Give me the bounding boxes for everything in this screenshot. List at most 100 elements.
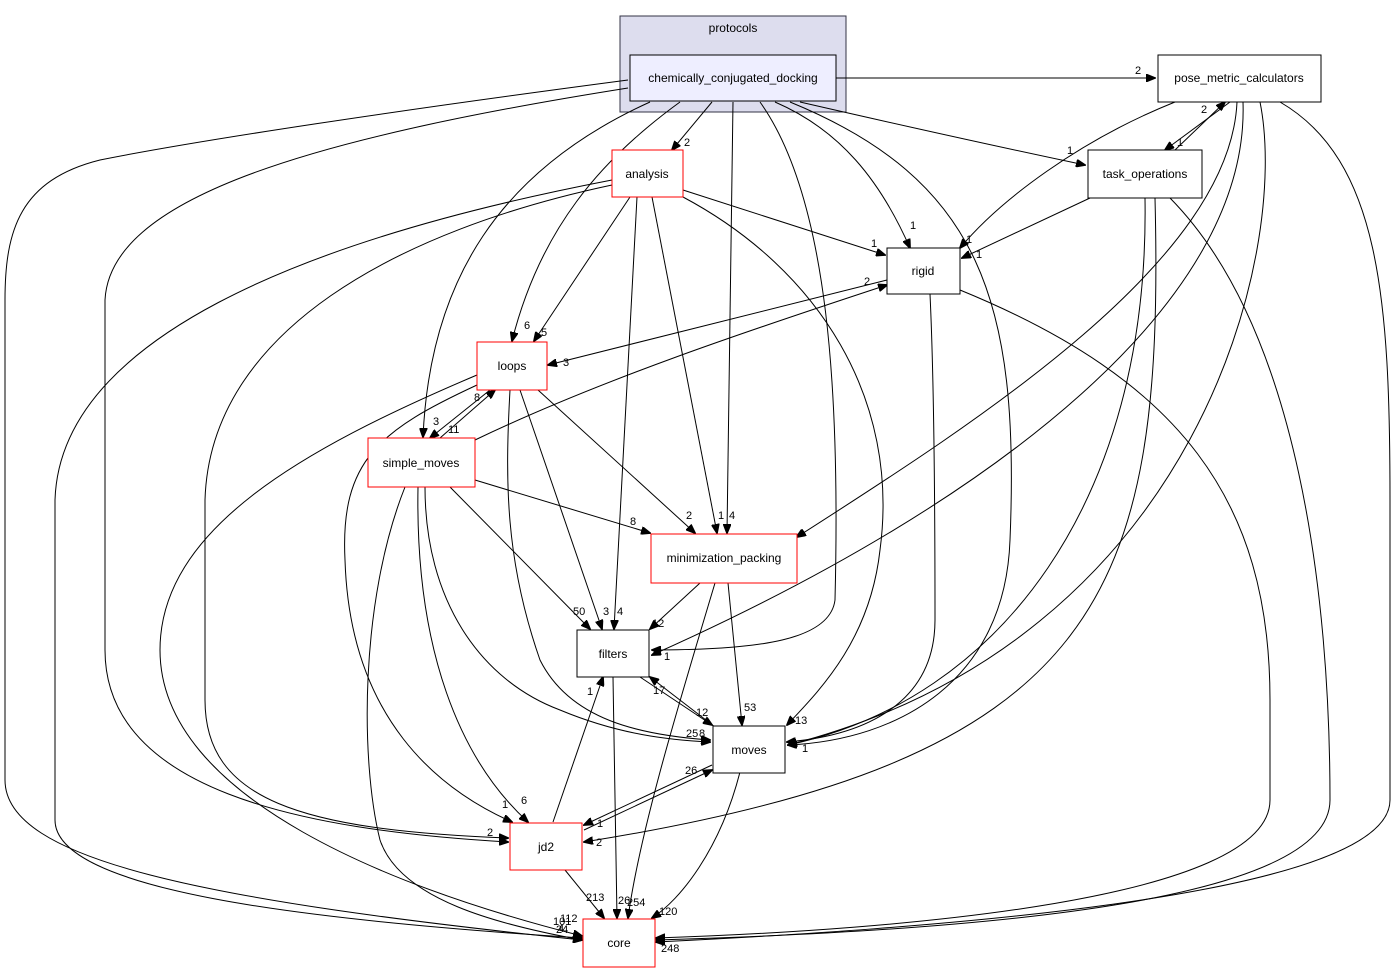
edge-label: 1 xyxy=(966,234,972,246)
cluster-label: protocols xyxy=(709,21,758,35)
edge-pmc-task xyxy=(1165,101,1231,150)
node-core[interactable]: core xyxy=(582,918,656,968)
edge-label: 3 xyxy=(603,606,609,618)
node-label: filters xyxy=(599,647,628,661)
edge-ccd-task xyxy=(799,101,1085,165)
edge-ccd-loops xyxy=(512,101,681,341)
edge-label: 1 xyxy=(910,220,916,232)
edge-label: 3 xyxy=(433,416,439,428)
edge-analysis-core xyxy=(54,179,613,938)
edge-pmc-core xyxy=(656,101,1391,942)
edge-minpack-moves xyxy=(727,582,742,725)
edge-ccd-analysis xyxy=(672,101,713,150)
node-label: moves xyxy=(731,743,766,757)
edge-label: 12 xyxy=(696,707,708,719)
node-jd2[interactable]: jd2 xyxy=(509,822,583,871)
edge-label: 8 xyxy=(699,728,705,740)
edge-analysis-moves xyxy=(682,196,884,725)
edge-label: 2 xyxy=(1201,104,1207,116)
edge-rigid-moves xyxy=(787,293,936,742)
edge-label: 12 xyxy=(652,618,664,630)
edge-label: 254 xyxy=(627,897,645,909)
node-label: rigid xyxy=(912,264,935,278)
edge-label: 53 xyxy=(744,702,756,714)
edge-rigid-core xyxy=(656,289,1271,938)
edge-label: 3 xyxy=(563,357,569,369)
edge-label: 2 xyxy=(487,827,493,839)
edge-simple-loops xyxy=(439,390,495,439)
edge-simple-rigid xyxy=(474,285,887,441)
node-filters[interactable]: filters xyxy=(576,629,650,678)
edge-simple-minpack xyxy=(474,479,650,533)
edge-label: 2 xyxy=(684,137,690,149)
edge-pmc-minpack xyxy=(797,101,1238,537)
node-label: pose_metric_calculators xyxy=(1174,71,1303,85)
node-minimization-packing[interactable]: minimization_packing xyxy=(650,533,798,584)
edge-simple-core xyxy=(366,486,582,940)
edge-label: 101 xyxy=(553,916,571,928)
edge-label: 4 xyxy=(558,923,564,935)
edge-label: 4 xyxy=(797,528,803,540)
edge-label: 1 xyxy=(597,818,603,830)
node-loops[interactable]: loops xyxy=(476,341,548,391)
edge-label: 112 xyxy=(560,913,578,925)
edge-label: 2 xyxy=(864,276,870,288)
edge-loops-simple xyxy=(430,389,491,438)
edge-label: 24 xyxy=(556,924,568,936)
node-ccd[interactable]: chemically_conjugated_docking xyxy=(629,54,837,102)
edge-label: 4 xyxy=(617,606,623,618)
edge-label: 6 xyxy=(524,320,530,332)
edge-task-core xyxy=(656,197,1331,940)
node-task-operations[interactable]: task_operations xyxy=(1087,149,1203,199)
edge-jd2-core xyxy=(564,869,604,918)
edge-ccd-moves xyxy=(788,101,1012,745)
edge-simple-filters xyxy=(449,486,590,629)
edge-label: 1 xyxy=(664,651,670,663)
edge-label: 8 xyxy=(474,392,480,404)
node-simple-moves[interactable]: simple_moves xyxy=(367,437,476,488)
edge-loops-jd2 xyxy=(344,384,512,822)
node-pose-metric-calculators[interactable]: pose_metric_calculators xyxy=(1157,54,1322,103)
edge-pmc-filters xyxy=(652,101,1244,655)
edge-ccd-jd2 xyxy=(104,87,629,842)
edge-label: 5 xyxy=(541,327,547,339)
edge-ccd-rigid xyxy=(774,101,910,248)
edge-task-moves xyxy=(788,197,1146,745)
edge-moves-filters xyxy=(650,677,716,728)
edges xyxy=(4,78,1391,942)
edge-label: 2 xyxy=(686,510,692,522)
edge-loops-core xyxy=(159,374,582,936)
edge-jd2-moves xyxy=(583,770,712,831)
edge-analysis-jd2 xyxy=(204,184,613,838)
edge-label: 1 xyxy=(587,686,593,698)
edge-label: 1 xyxy=(502,799,508,811)
edge-minpack-core xyxy=(628,582,716,918)
edge-label: 1 xyxy=(802,743,808,755)
node-label: task_operations xyxy=(1103,167,1188,181)
edge-label: 26 xyxy=(618,895,630,907)
edge-jd2-filters xyxy=(552,677,603,823)
edge-moves-jd2 xyxy=(584,764,713,825)
edge-minpack-filters xyxy=(650,582,701,629)
node-label: simple_moves xyxy=(383,456,460,470)
node-label: jd2 xyxy=(537,840,554,854)
edge-label: 4 xyxy=(729,510,735,522)
edge-label: 1 xyxy=(718,510,724,522)
edge-label: 1 xyxy=(1067,145,1073,157)
edge-pmc-rigid xyxy=(960,101,1176,248)
node-moves[interactable]: moves xyxy=(712,725,786,774)
edge-analysis-rigid xyxy=(682,189,885,255)
edge-label: 1 xyxy=(976,249,982,261)
edge-ccd-minpack xyxy=(727,101,734,533)
edge-loops-minpack xyxy=(537,389,695,533)
edge-label: 2 xyxy=(596,837,602,849)
node-label: analysis xyxy=(625,167,668,181)
node-analysis[interactable]: analysis xyxy=(611,149,684,198)
edge-pmc-moves xyxy=(788,101,1266,745)
edge-analysis-filters xyxy=(614,196,638,629)
edge-ccd-core xyxy=(4,79,629,940)
edge-labels: 2 1 2 1 6 3 1 1 1 2 4 1 2 1 1 1 5 3 2 11… xyxy=(433,65,1207,955)
edge-moves-core xyxy=(652,771,741,918)
node-rigid[interactable]: rigid xyxy=(886,247,961,295)
